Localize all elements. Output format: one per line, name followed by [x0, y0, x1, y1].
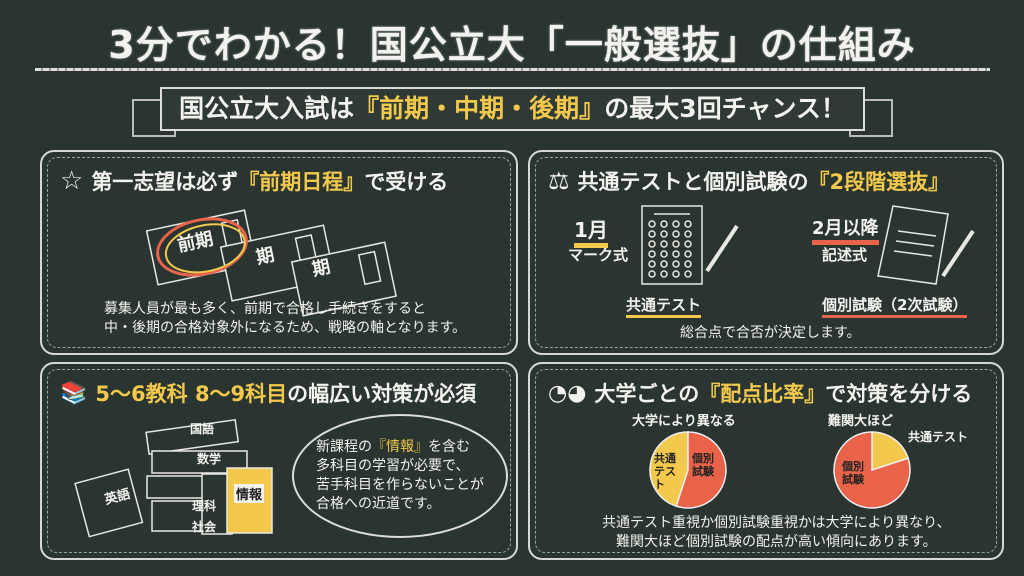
bubble-mark	[684, 250, 692, 258]
pie-chart-right	[833, 431, 911, 509]
common-test-label: 共通テスト	[626, 294, 702, 318]
book-japanese: 国語	[190, 422, 215, 436]
pie-left-individual-label: 個別試験	[692, 452, 714, 478]
bubble-mark	[660, 230, 668, 238]
heading-end: で対策を分ける	[825, 382, 973, 406]
books-icon: 📚	[60, 380, 88, 406]
bubble-mark	[648, 270, 656, 278]
heading-highlight: 『配点比率』	[699, 382, 826, 406]
bubble-mark	[672, 250, 680, 258]
bubble-mark	[660, 250, 668, 258]
answer-sheet-icon	[641, 205, 739, 285]
banner-highlight: 『前期・中期・後期』	[354, 94, 605, 123]
bubble-mark	[684, 270, 692, 278]
pie-right-common-label: 共通テスト	[908, 430, 969, 444]
divider	[35, 68, 990, 71]
bubble-mark	[684, 260, 692, 268]
heading-end: の幅広い対策が必須	[287, 382, 477, 406]
panel-early-schedule: ☆第一志望は必ず『前期日程』で受ける 前期 期 期 募集人員が最も多く、前期で合…	[40, 150, 518, 355]
bubble-mark	[648, 230, 656, 238]
pie-chart-left	[649, 431, 727, 509]
pie-left-common-label: 共通テスト	[654, 452, 676, 491]
star-icon: ☆	[60, 166, 84, 196]
month-february: 2月以降	[812, 214, 879, 245]
pie-right-individual-label: 個別試験	[842, 460, 864, 486]
banner-text: 国公立大入試は	[179, 94, 355, 123]
pie-slice-individual-exam	[675, 431, 727, 509]
bubble-mark	[660, 260, 668, 268]
format-mark: マーク式	[568, 246, 629, 264]
heading-highlight: 『2段階選抜』	[808, 170, 950, 194]
bubble-mark	[684, 220, 692, 228]
bubble-mark	[684, 240, 692, 248]
format-written: 記述式	[822, 246, 868, 264]
heading-end: で受ける	[364, 170, 449, 194]
document-pen-icon	[877, 205, 975, 285]
speech-bubble: 新課程の『情報』を含む 多科目の学習が必要で、苦手科目を作らないことが合格への近…	[292, 414, 508, 538]
heading-highlight: 5〜6教科 8〜9科目	[95, 382, 288, 406]
bubble-mark	[648, 260, 656, 268]
book-math: 数学	[197, 452, 222, 466]
book-stack-illustration	[74, 418, 273, 538]
banner-text-end: の最大3回チャンス！	[604, 94, 846, 123]
book-social: 社会	[192, 520, 217, 534]
panel-two-stage: ⚖ 共通テストと個別試験の『2段階選抜』 1月 マーク式 共通テスト 2月以降 記…	[528, 150, 1004, 355]
month-january: 1月	[574, 214, 608, 248]
heading: 大学ごとの	[594, 382, 700, 406]
pie-title-right: 難関大ほど	[828, 414, 894, 429]
bubble-mark	[672, 270, 680, 278]
individual-exam-label: 個別試験（2次試験）	[822, 294, 968, 318]
pie-slice-individual-exam	[833, 431, 911, 509]
pie-chart-icon: ◔◕	[548, 380, 587, 406]
heading: 第一志望は必ず	[91, 170, 239, 194]
bubble-mark	[660, 240, 668, 248]
tickets-illustration	[145, 209, 397, 317]
bubble-mark	[672, 260, 680, 268]
bubble-mark	[684, 230, 692, 238]
scale-icon: ⚖	[548, 167, 570, 195]
bubble-mark	[672, 220, 680, 228]
panel-body: 募集人員が最も多く、前期で合格し手続きをすると中・後期の合格対象外になるため、戦…	[104, 301, 467, 336]
bubble-mark	[648, 250, 656, 258]
book-science: 理科	[192, 499, 217, 513]
subtitle-banner: 国公立大入試は『前期・中期・後期』の最大3回チャンス！	[132, 87, 893, 137]
panel-subjects: 📚5〜6教科 8〜9科目の幅広い対策が必須 国語 数学 英語 理科 社会 情報 …	[40, 362, 518, 560]
heading: 共通テストと個別試験の	[577, 170, 809, 194]
bubble-mark	[648, 240, 656, 248]
bubble-mark	[660, 220, 668, 228]
page-title: 3分でわかる！国公立大「一般選抜」の仕組み	[108, 23, 916, 67]
heading-highlight: 『前期日程』	[238, 170, 365, 194]
panel-score-ratio: ◔◕ 大学ごとの『配点比率』で対策を分ける 大学により異なる 難関大ほど 共通テス…	[528, 362, 1004, 560]
panel-footer: 総合点で合否が決定します。	[680, 325, 861, 341]
bubble-mark	[660, 270, 668, 278]
pie-title-left: 大学により異なる	[632, 414, 736, 429]
panel-footer: 共通テスト重視か個別試験重視かは大学により異なり、難関大ほど個別試験の配点が高い…	[602, 515, 951, 550]
bubble-mark	[672, 240, 680, 248]
book-information: 情報	[234, 484, 265, 503]
bubble-mark	[672, 230, 680, 238]
pie-slice-common-test	[649, 431, 689, 508]
bubble-mark	[648, 220, 656, 228]
